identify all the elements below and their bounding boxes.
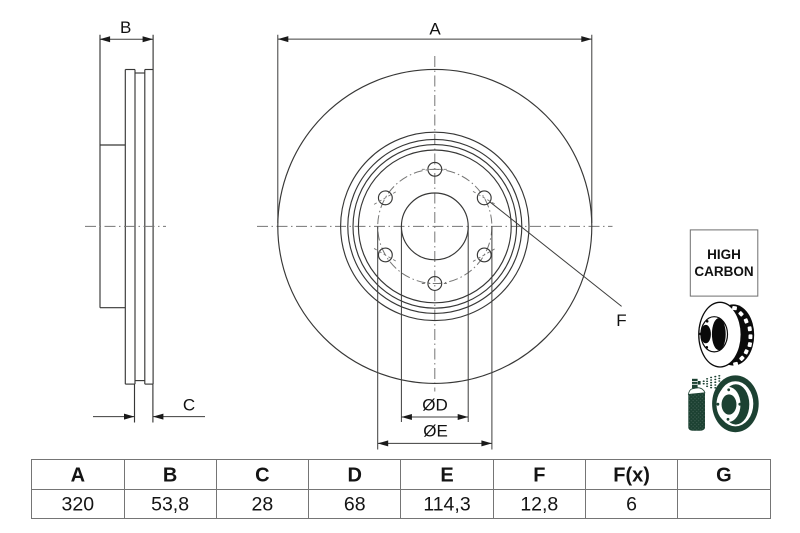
svg-text:D: D [347,464,361,486]
svg-text:ØD: ØD [422,395,448,414]
svg-text:A: A [71,464,85,486]
svg-text:HIGH: HIGH [707,247,741,262]
svg-text:53,8: 53,8 [151,494,189,516]
svg-text:C: C [255,464,269,486]
svg-text:320: 320 [62,494,95,516]
svg-text:12,8: 12,8 [520,494,558,516]
svg-text:C: C [183,396,195,415]
svg-text:ØE: ØE [423,421,448,440]
svg-text:F(x): F(x) [613,464,650,486]
svg-text:F: F [533,464,545,486]
svg-text:B: B [163,464,177,486]
svg-text:F: F [616,311,626,330]
svg-text:A: A [429,19,441,38]
svg-text:28: 28 [252,494,274,516]
svg-text:CARBON: CARBON [694,264,753,279]
svg-text:E: E [440,464,453,486]
svg-text:B: B [120,18,131,37]
svg-text:6: 6 [626,494,637,516]
svg-text:114,3: 114,3 [423,494,470,516]
svg-text:G: G [716,464,732,486]
svg-text:68: 68 [344,494,366,516]
